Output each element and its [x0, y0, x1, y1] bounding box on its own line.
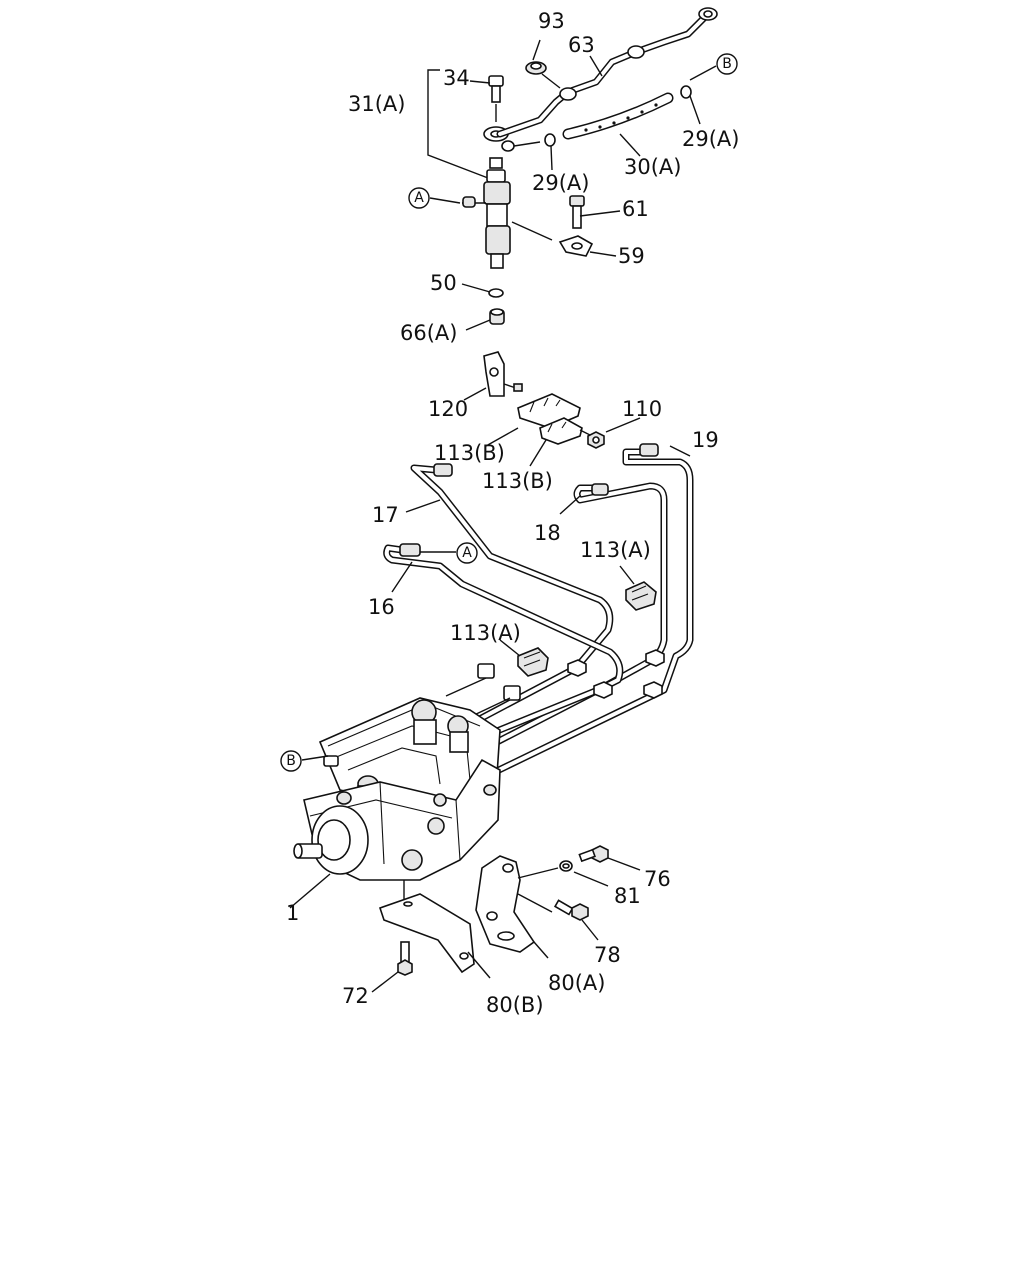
callout-b-top-text: B	[722, 56, 732, 72]
label-31a: 31(A)	[348, 92, 405, 116]
leak-off-pipe-63	[496, 7, 718, 152]
label-1: 1	[286, 901, 299, 925]
callout-b-top: B	[716, 53, 738, 75]
label-113a-2: 113(A)	[450, 621, 521, 645]
label-93: 93	[538, 9, 565, 33]
injection-pump-1	[289, 697, 501, 909]
bolt-34	[488, 75, 504, 122]
label-29a-right: 29(A)	[682, 127, 739, 151]
label-66a: 66(A)	[400, 321, 457, 345]
label-63: 63	[568, 33, 595, 57]
label-78: 78	[594, 943, 621, 967]
injection-pipes	[383, 443, 694, 788]
injector-31a	[462, 169, 511, 269]
label-30a: 30(A)	[624, 155, 681, 179]
label-72: 72	[342, 984, 369, 1008]
label-29a-mid: 29(A)	[532, 171, 589, 195]
clip-29a-mid	[544, 133, 556, 147]
sleeve-66a	[489, 308, 505, 325]
label-80a: 80(A)	[548, 971, 605, 995]
label-76: 76	[644, 867, 671, 891]
clamp-113b-lower	[539, 417, 593, 445]
wire-connectors	[445, 663, 521, 717]
label-19: 19	[692, 428, 719, 452]
callout-b-low: B	[280, 750, 329, 772]
label-18: 18	[534, 521, 561, 545]
label-113b-1: 113(B)	[434, 441, 505, 465]
label-110: 110	[622, 397, 662, 421]
bolt-61	[569, 195, 585, 229]
bracket-80a	[475, 855, 549, 959]
part-labels: 93 63 34 31(A) 29(A) 30(A) 29(A) 61 59 5…	[286, 9, 739, 1017]
label-113a-1: 113(A)	[580, 538, 651, 562]
label-81: 81	[614, 884, 641, 908]
bolt-78	[553, 899, 599, 941]
nut-110	[587, 431, 605, 449]
label-50: 50	[430, 271, 457, 295]
washer-81	[559, 860, 609, 887]
label-61: 61	[622, 197, 649, 221]
callout-a-mid: A	[456, 542, 478, 564]
label-16: 16	[368, 595, 395, 619]
bolt-76	[578, 845, 641, 871]
bolt-72	[371, 941, 413, 993]
callout-b-low-text: B	[286, 753, 296, 769]
label-80b: 80(B)	[486, 993, 544, 1017]
nut-93	[525, 61, 547, 75]
bracket-120	[463, 351, 523, 401]
callout-a-top-text: A	[414, 190, 424, 206]
label-120: 120	[428, 397, 468, 421]
clamp-113a-right	[619, 565, 657, 611]
injector-assembly	[427, 69, 621, 331]
label-17: 17	[372, 503, 399, 527]
callout-a-top: A	[408, 187, 461, 209]
label-113b-2: 113(B)	[482, 469, 553, 493]
label-34: 34	[443, 66, 470, 90]
label-59: 59	[618, 244, 645, 268]
callout-a-mid-text: A	[462, 545, 472, 561]
clamp-113a-left	[499, 639, 549, 677]
clip-29a-right	[680, 85, 692, 99]
bracket-80b	[378, 880, 491, 979]
clamp-59	[558, 235, 594, 257]
return-hose-30a	[544, 65, 717, 171]
washer-50	[488, 288, 504, 298]
